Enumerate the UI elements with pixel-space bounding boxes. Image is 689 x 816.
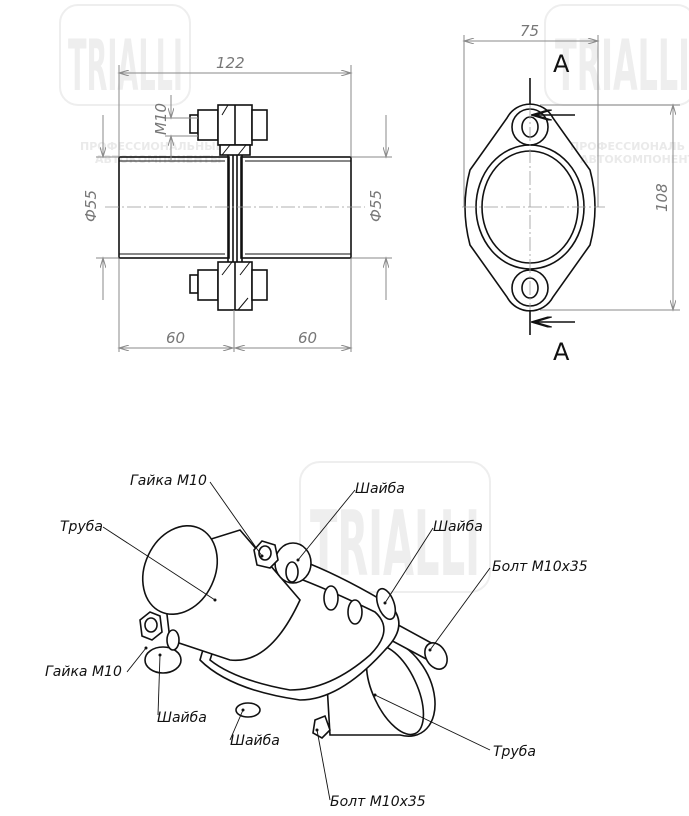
bolt-top [189, 104, 268, 156]
watermark-logo: TRIALLI TRIALLI TRIALLI ПРОФЕССИОНАЛЬНЫЕ… [59, 4, 689, 597]
svg-text:ПРОФЕССИОНАЛЬ: ПРОФЕССИОНАЛЬ [570, 140, 685, 153]
dim-flange-width: 75 [520, 22, 539, 40]
dim-diameter-right: Ф55 [367, 190, 385, 222]
callout-washer-right: Шайба [433, 519, 483, 535]
dim-right-length: 60 [298, 329, 317, 347]
svg-text:TRIALLI: TRIALLI [555, 25, 689, 107]
isometric-view: Гайка М10 Шайба Труба Шайба Болт М10х35 … [45, 473, 588, 810]
flange-outline [464, 103, 596, 312]
flanges [227, 149, 243, 266]
section-label-bottom: A [553, 338, 570, 366]
callout-washer-lower-left: Шайба [157, 710, 207, 726]
dim-flange-height: 108 [653, 183, 671, 212]
callout-pipe-left: Труба [60, 519, 103, 535]
callout-bolt-lower: Болт М10х35 [330, 794, 426, 810]
callout-leaders [102, 481, 491, 801]
dim-bolt-thread: M10 [152, 103, 170, 135]
section-label-top: A [553, 50, 570, 78]
watermark-slogan: ПРОФЕССИОНАЛЬНЫЕ [80, 140, 223, 153]
dim-left-length: 60 [166, 329, 185, 347]
callout-washer-lower: Шайба [230, 733, 280, 749]
pipe-right [240, 156, 352, 259]
bolt-bottom [189, 261, 268, 311]
front-view: 122 M10 Ф55 Ф55 60 60 [82, 54, 392, 352]
watermark-slogan: АВТОКОМПОНЕНТЫ [95, 153, 221, 166]
callout-washer-top: Шайба [355, 481, 405, 497]
callout-nut-left: Гайка М10 [45, 664, 122, 680]
svg-text:TRIALLI: TRIALLI [68, 25, 183, 107]
svg-text:АВТОКОМПОНЕНТ: АВТОКОМПОНЕНТ [580, 153, 689, 166]
callout-pipe-right: Труба [493, 744, 536, 760]
pipe-left [118, 156, 230, 259]
dim-overall-length: 122 [216, 54, 245, 72]
dim-diameter-left: Ф55 [82, 190, 100, 222]
callout-bolt-right: Болт М10х35 [492, 559, 588, 575]
callout-nut-top: Гайка М10 [130, 473, 207, 489]
side-view: A A 75 108 [462, 22, 680, 366]
